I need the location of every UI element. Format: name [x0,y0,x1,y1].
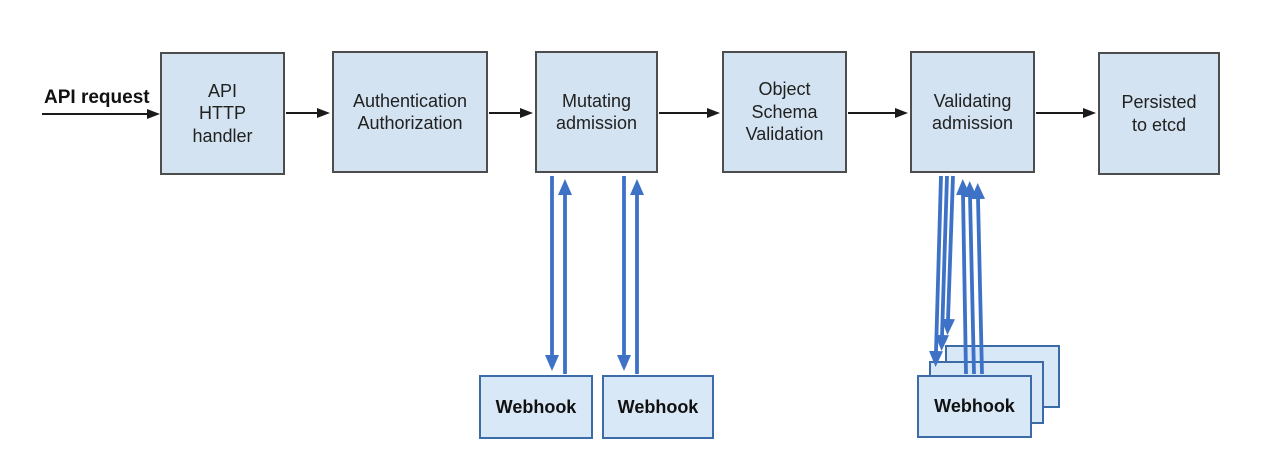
node-authentication-authorization: Authentication Authorization [332,51,488,173]
node-persisted-to-etcd: Persisted to etcd [1098,52,1220,175]
node-mutating-admission: Mutating admission [535,51,658,173]
node-object-schema-validation: Object Schema Validation [722,51,847,173]
mutating-webhook-box-1: Webhook [479,375,593,439]
validating-webhook-box-front: Webhook [917,375,1032,438]
mutating-webhook-box-2: Webhook [602,375,714,439]
api-request-label: API request [44,87,150,108]
arrow-validating-to-webhooks-1 [929,175,944,367]
node-validating-admission: Validating admission [910,51,1035,173]
arrow-validating-to-webhooks-2 [935,175,950,351]
arrow-validating-to-webhooks-3 [941,175,956,335]
node-api-http-handler: API HTTP handler [160,52,285,175]
